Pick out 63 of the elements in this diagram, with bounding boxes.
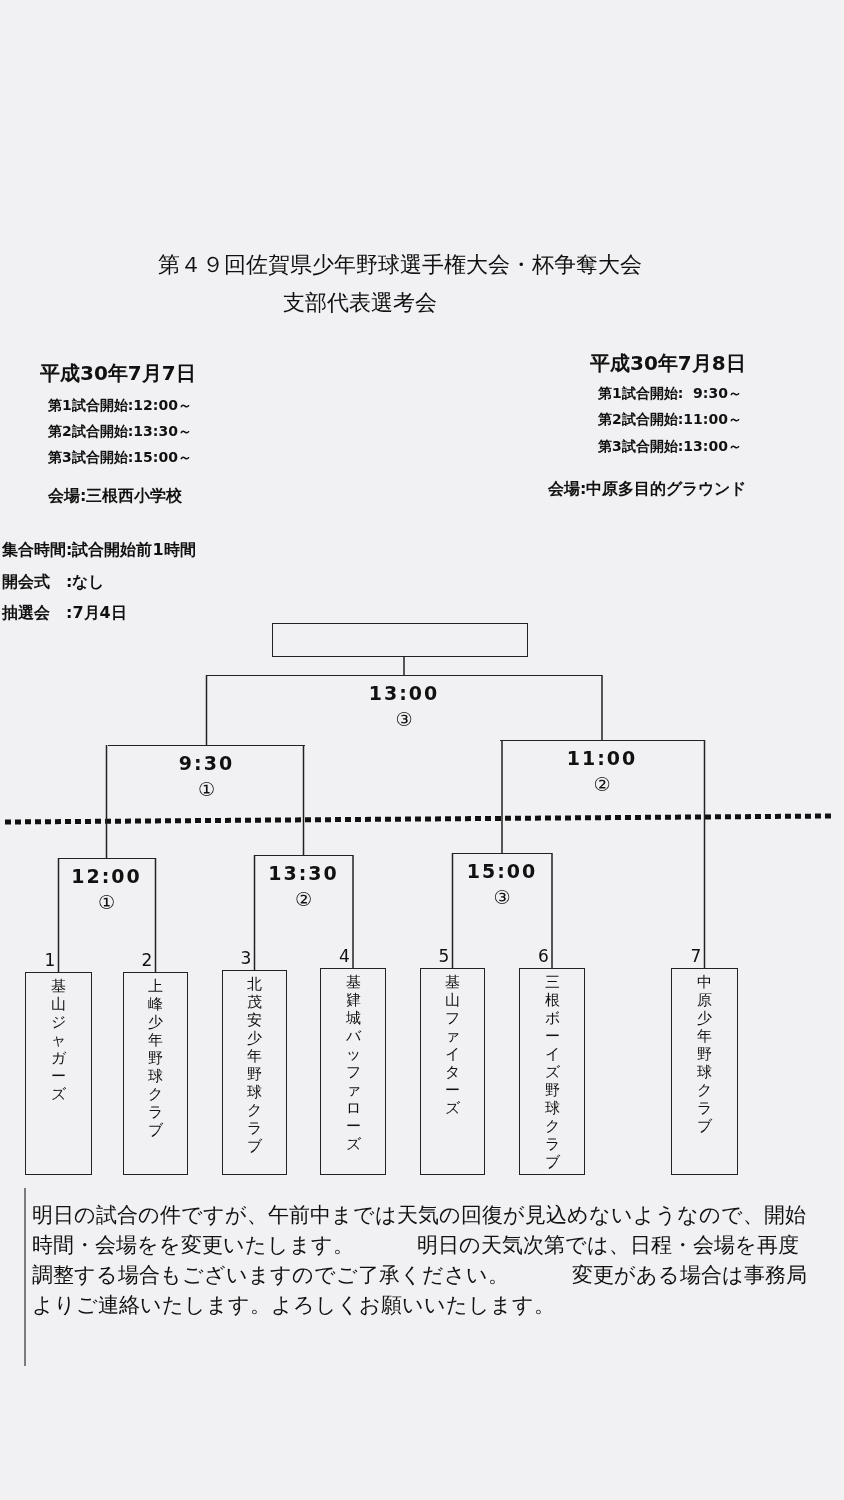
schedule-text: 第2試合開始:13:30～ [48, 423, 192, 441]
bracket-line [451, 852, 454, 969]
team-name: 北茂安少年野球クラブ [246, 975, 263, 1157]
schedule-text: 第3試合開始:13:00～ [598, 438, 742, 456]
team-box [222, 970, 287, 1175]
match-time: 13:00 [368, 682, 440, 704]
title: 第４９回佐賀県少年野球選手権大会・杯争奪大会 [157, 251, 643, 279]
match-time: 15:00 [466, 860, 538, 882]
team-box [320, 968, 386, 1175]
info-text: 開会式 :なし [2, 572, 105, 593]
team-number: 6 [538, 946, 549, 966]
info-text: 抽選会 :7月4日 [2, 603, 127, 624]
bracket-line [601, 674, 603, 741]
schedule-text: 第3試合開始:15:00～ [48, 449, 192, 467]
team-box [519, 968, 585, 1175]
team-box [25, 972, 92, 1175]
info-text: 集合時間:試合開始前1時間 [2, 540, 196, 561]
bracket-line [205, 674, 208, 746]
match-time: 12:00 [71, 865, 142, 887]
team-name: 基肄城バッファローズ [345, 973, 361, 1155]
bracket-line [501, 739, 503, 854]
team-number: 2 [141, 950, 153, 970]
team-number: 3 [240, 948, 252, 968]
bracket-line [302, 744, 305, 856]
bracket-line [105, 744, 108, 859]
team-number: 7 [690, 946, 702, 966]
schedule-text: 第1試合開始: 9:30～ [598, 385, 742, 403]
match-number: ① [97, 891, 115, 913]
team-name: 三根ボーイズ野球クラブ [544, 973, 560, 1173]
match-number: ③ [395, 708, 413, 730]
match-time: 13:30 [268, 862, 339, 884]
bracket-line [703, 739, 706, 969]
match-number: ① [197, 778, 215, 800]
match-number: ② [294, 888, 312, 910]
date-heading: 平成30年7月8日 [590, 350, 746, 377]
notice-text: 明日の試合の件ですが、午前中までは天気の回復が見込めないようなので、開始時間・会場をを変更いたします。 明日の天気次第では、日程・会場を再度調整する場合もございますのでご了承ください。 変更がある場合は事務局よりご連絡いたします。よろしくお願いいたします。 [32, 1202, 808, 1319]
schedule-text: 第2試合開始:11:00～ [598, 411, 742, 429]
date-heading: 平成30年7月7日 [40, 360, 196, 387]
venue-text: 会場:三根西小学校 [48, 486, 183, 507]
team-name: 基山ジャガーズ [50, 977, 67, 1105]
schedule-text: 第1試合開始:12:00～ [48, 397, 192, 415]
bracket-line [352, 854, 354, 969]
venue-text: 会場:中原多目的グラウンド [548, 479, 747, 500]
winner-box [272, 623, 528, 657]
team-number: 5 [438, 946, 450, 966]
match-time: 9:30 [178, 752, 235, 774]
team-box [671, 968, 738, 1175]
team-name: 基山ファイターズ [444, 973, 461, 1119]
team-number: 1 [44, 950, 56, 970]
bracket-line [253, 854, 256, 971]
team-name: 中原少年野球クラブ [696, 973, 713, 1137]
match-number: ② [593, 773, 611, 795]
team-name: 上峰少年野球クラブ [147, 977, 164, 1141]
match-time: 11:00 [566, 747, 638, 769]
bracket-line [154, 857, 157, 973]
subtitle: 支部代表選考会 [282, 289, 438, 317]
bracket-line [551, 852, 553, 969]
bracket-line [57, 857, 60, 973]
team-number: 4 [339, 946, 350, 966]
team-box [420, 968, 485, 1175]
match-number: ③ [493, 886, 511, 908]
bracket-line [403, 656, 405, 676]
team-box [123, 972, 188, 1175]
